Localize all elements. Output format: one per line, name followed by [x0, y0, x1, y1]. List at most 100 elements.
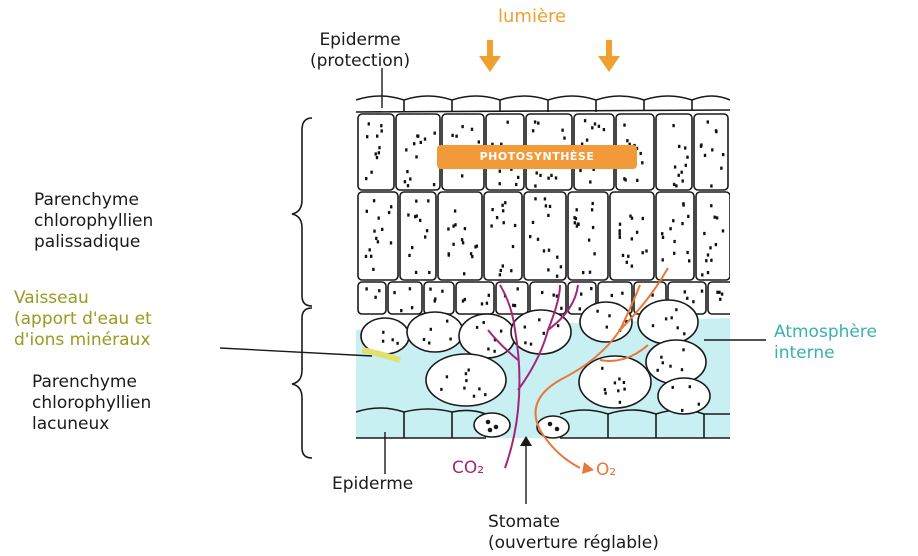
chloroplast — [372, 268, 374, 271]
chloroplast — [721, 293, 723, 296]
spongy-line-3: lacuneux — [32, 414, 151, 435]
chloroplast — [549, 205, 551, 208]
chloroplast — [673, 240, 675, 243]
chloroplast — [515, 183, 517, 186]
chloroplast — [593, 252, 595, 255]
chloroplast — [608, 314, 610, 317]
chloroplast — [496, 216, 498, 219]
chloroplast — [481, 302, 483, 305]
chloroplast — [514, 304, 516, 307]
chloroplast — [547, 214, 549, 217]
chloroplast — [685, 164, 687, 167]
chloroplast — [560, 307, 562, 310]
chloroplast — [488, 294, 490, 297]
chloroplast — [622, 254, 624, 257]
chloroplast — [681, 171, 683, 174]
chloroplast — [500, 269, 502, 272]
chloroplast — [408, 254, 410, 257]
chloroplast — [619, 232, 621, 235]
spongy-cell — [407, 312, 463, 352]
chloroplast — [669, 365, 671, 368]
chloroplast — [433, 183, 435, 186]
chloroplast — [471, 128, 473, 131]
co2-label: CO₂ — [452, 458, 484, 479]
chloroplast — [377, 240, 379, 243]
internal-atmosphere-label: Atmosphère interne — [774, 322, 877, 364]
internal-atmosphere-line-2: interne — [774, 343, 877, 364]
chloroplast — [378, 151, 380, 154]
chloroplast — [582, 271, 584, 274]
chloroplast — [407, 213, 409, 216]
chloroplast — [491, 208, 493, 211]
chloroplast — [592, 202, 594, 205]
chloroplast — [541, 291, 543, 294]
chloroplast — [710, 259, 712, 262]
chloroplast — [623, 381, 625, 384]
spongy-cell — [658, 378, 710, 414]
spongy-cell — [638, 300, 698, 344]
chloroplast — [707, 120, 709, 123]
chloroplast — [719, 298, 721, 301]
chloroplast — [619, 236, 621, 239]
chloroplast — [575, 217, 577, 220]
chloroplast — [661, 232, 663, 235]
chloroplast — [454, 209, 456, 212]
chloroplast — [604, 392, 606, 395]
chloroplast — [462, 241, 464, 244]
chloroplast — [455, 135, 457, 138]
chloroplast — [711, 148, 713, 151]
chloroplast — [586, 139, 588, 142]
chloroplast — [692, 300, 694, 303]
chloroplast — [392, 338, 394, 341]
chloroplast — [579, 307, 581, 310]
chloroplast — [381, 129, 383, 132]
chloroplast — [400, 309, 402, 312]
chloroplast — [631, 237, 633, 240]
chloroplast — [688, 259, 690, 262]
chloroplast — [524, 341, 526, 344]
chloroplast — [499, 182, 501, 185]
chloroplast — [470, 252, 472, 255]
palisade-cell — [400, 192, 436, 280]
chloroplast — [465, 372, 467, 375]
spongy-cell — [459, 314, 515, 358]
chloroplast — [507, 121, 509, 124]
chloroplast — [461, 238, 463, 241]
chloroplast — [611, 294, 613, 297]
chloroplast — [674, 165, 676, 168]
chloroplast — [382, 331, 384, 334]
chloroplast — [411, 246, 413, 249]
chloroplast — [393, 291, 395, 294]
spongy-line-2: chlorophyllien — [32, 393, 151, 414]
chloroplast — [645, 249, 647, 252]
vessel-label: Vaisseau (apport d'eau et d'ions minérau… — [14, 288, 152, 351]
chloroplast — [426, 229, 428, 232]
chloroplast — [681, 368, 683, 371]
chloroplast — [652, 324, 654, 327]
chloroplast — [471, 255, 473, 258]
chloroplast — [589, 271, 591, 274]
chloroplast — [420, 141, 422, 144]
chloroplast — [407, 184, 409, 187]
chloroplast — [675, 308, 677, 311]
chloroplast — [672, 124, 674, 127]
chloroplast — [468, 369, 470, 372]
palisade-cell — [656, 192, 694, 280]
chloroplast — [448, 252, 450, 255]
chloroplast — [493, 350, 495, 353]
chloroplast — [378, 146, 380, 149]
chloroplast — [591, 208, 593, 211]
chloroplast — [461, 125, 463, 128]
chloroplast — [682, 179, 684, 182]
chloroplast — [490, 224, 492, 227]
chloroplast — [662, 236, 664, 239]
chloroplast — [561, 129, 563, 132]
chloroplast — [424, 235, 426, 238]
chloroplast — [419, 219, 421, 222]
chloroplast — [446, 375, 448, 378]
light-label: lumière — [498, 6, 566, 27]
chloroplast — [430, 328, 432, 331]
palisade-cell — [358, 114, 394, 190]
palisade-cell — [696, 192, 730, 280]
chloroplast — [623, 388, 625, 391]
